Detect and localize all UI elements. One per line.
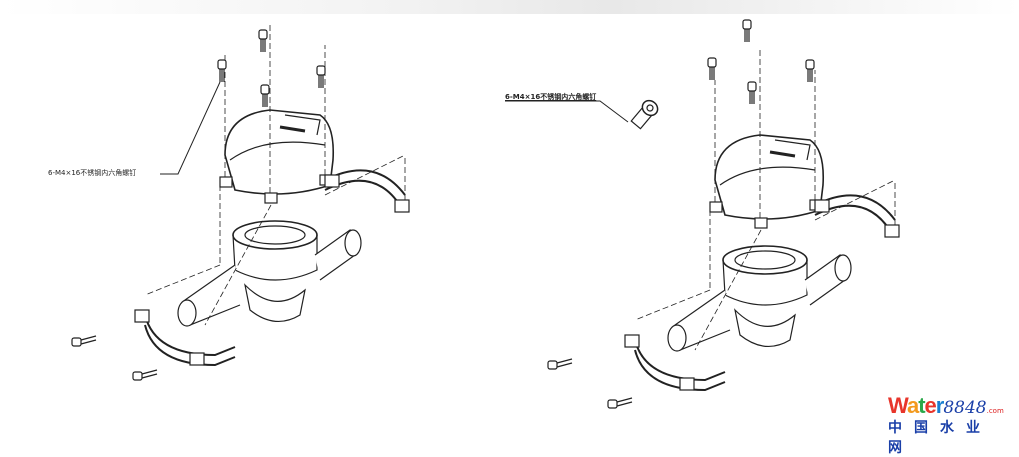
screw [260, 84, 270, 108]
enlarged-screw [630, 99, 659, 130]
left-meter-assembly [133, 23, 411, 367]
screw [316, 65, 326, 89]
callout-leader-right [505, 100, 629, 123]
screw [805, 59, 815, 83]
screw [747, 81, 757, 105]
screw [217, 59, 227, 83]
brand-number: 8848 [943, 398, 987, 418]
watermark-brand: Water8848.com [888, 393, 1016, 419]
drawing-panel-left [0, 14, 470, 442]
exploded-view-drawings [71, 19, 901, 409]
screw [607, 397, 633, 409]
brand-domain: .com [986, 407, 1004, 415]
screw [258, 29, 268, 53]
callout-label-left: 6-M4×16不锈钢内六角螺钉 [48, 169, 137, 177]
brand-letter: r [935, 393, 945, 418]
brand-letter: e [924, 393, 937, 418]
screw [707, 57, 717, 81]
screw [547, 358, 573, 370]
drawing-panel-right [470, 14, 1000, 442]
callout-leader-left [160, 81, 221, 175]
watermark-logo: Water8848.com 中国水业网 [888, 393, 1016, 457]
screw [132, 369, 158, 381]
brand-letter: t [918, 393, 925, 418]
screw [742, 19, 752, 43]
brand-letter: a [906, 393, 919, 418]
callout-label-right: 6-M4×16不锈钢内六角螺钉 [505, 93, 597, 101]
screw [71, 335, 97, 347]
background-band [0, 0, 1019, 14]
right-meter-assembly [623, 48, 901, 392]
brand-chinese-name: 中国水业网 [888, 420, 992, 456]
brand-letter: W [888, 393, 908, 418]
